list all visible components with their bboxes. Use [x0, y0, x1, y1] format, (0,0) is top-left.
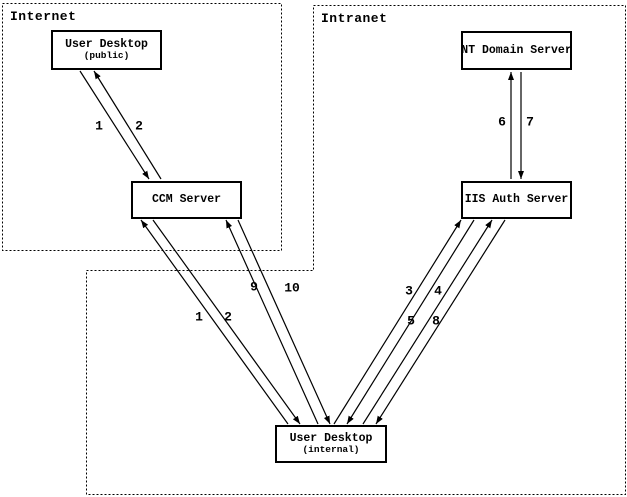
node-subtitle: (public): [83, 50, 130, 62]
node-ccm-server: CCM Server: [131, 181, 242, 219]
arrow-4-iis-to-internal-desktop: [346, 219, 475, 425]
intranet-zone-border: [86, 5, 626, 495]
flow-label-1-internal: 1: [195, 309, 203, 325]
flow-label-2-public: 2: [135, 118, 143, 134]
flow-label-10: 10: [284, 280, 300, 296]
flow-label-9: 9: [250, 279, 258, 295]
node-title: CCM Server: [151, 193, 221, 207]
flow-label-1-public: 1: [95, 118, 103, 134]
node-user-desktop-internal: User Desktop (internal): [275, 425, 387, 463]
arrow-2-ccm-to-public-desktop: [93, 70, 162, 180]
flow-label-7: 7: [526, 114, 534, 130]
flow-label-4: 4: [434, 283, 442, 299]
internet-zone-label: Internet: [10, 9, 77, 24]
node-iis-auth-server: IIS Auth Server: [461, 181, 572, 219]
intranet-zone-label: Intranet: [321, 11, 388, 26]
flow-label-5: 5: [407, 313, 415, 329]
arrow-2-ccm-to-internal-desktop: [152, 219, 301, 425]
node-title: IIS Auth Server: [464, 193, 569, 207]
arrow-1-internal-desktop-to-ccm: [140, 219, 289, 425]
flow-label-6: 6: [498, 114, 506, 130]
arrow-9-internal-desktop-to-ccm: [225, 219, 319, 425]
arrow-1-public-desktop-to-ccm: [79, 70, 150, 180]
flow-label-2-internal: 2: [224, 309, 232, 325]
node-subtitle: (internal): [302, 444, 360, 456]
arrow-8-iis-to-internal-desktop: [375, 219, 506, 425]
arrow-10-ccm-to-internal-desktop: [237, 219, 331, 425]
arrow-3-internal-desktop-to-iis: [333, 219, 462, 425]
flow-label-8: 8: [432, 313, 440, 329]
node-title: NT Domain Server: [461, 43, 572, 57]
node-title: User Desktop: [289, 431, 373, 445]
arrow-5-internal-desktop-to-iis: [362, 219, 493, 425]
node-user-desktop-public: User Desktop (public): [51, 30, 162, 70]
flow-label-3: 3: [405, 283, 413, 299]
node-title: User Desktop: [65, 37, 148, 51]
internet-zone-border: [2, 3, 282, 251]
node-nt-domain-server: NT Domain Server: [461, 31, 572, 70]
